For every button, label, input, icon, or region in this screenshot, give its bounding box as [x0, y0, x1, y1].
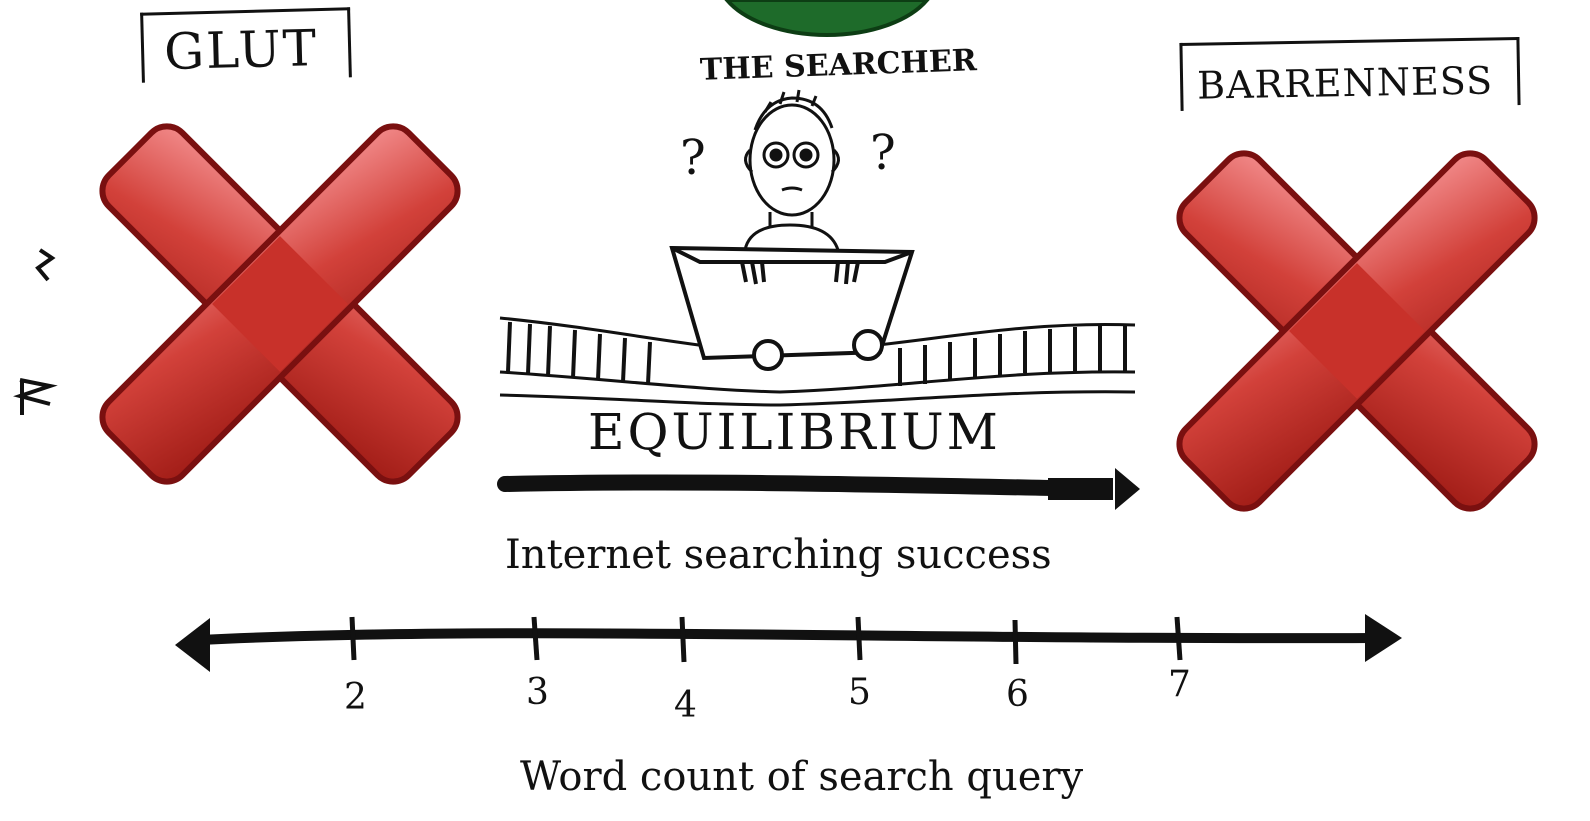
tick-label-4: 4 [674, 685, 697, 726]
word-count-number-line [175, 614, 1402, 672]
barrenness-label: BARRENNESS [1196, 58, 1494, 108]
left-arrowhead [175, 618, 210, 672]
glut-label-box: GLUT [140, 7, 352, 83]
question-mark-right: ? [870, 125, 896, 181]
tick-6 [1012, 619, 1019, 665]
tick-3 [531, 616, 540, 661]
word-count-axis-label: Word count of search query [520, 754, 1084, 800]
tick-4 [679, 616, 687, 663]
barrenness-label-box: BARRENNESS [1179, 37, 1521, 111]
tick-label-5: 5 [848, 672, 871, 713]
left-x-icon [99, 123, 461, 485]
right-x-icon [1176, 150, 1538, 512]
right-arrowhead [1365, 614, 1402, 662]
tick-label-7: 7 [1168, 664, 1191, 705]
searcher-figure [743, 89, 840, 251]
success-axis-label: Internet searching success [505, 532, 1052, 578]
tick-label-6: 6 [1006, 674, 1029, 715]
tick-5 [855, 616, 863, 661]
equilibrium-label: EQUILIBRIUM [588, 403, 1001, 461]
success-bar [497, 468, 1140, 510]
tick-label-3: 3 [526, 672, 549, 713]
tick-label-2: 2 [344, 677, 367, 718]
glut-label: GLUT [163, 19, 319, 82]
y-axis-fragment [13, 248, 58, 415]
tick-7 [1174, 616, 1183, 661]
coaster-cart [669, 245, 915, 371]
question-mark-left: ? [680, 130, 706, 186]
green-badge [724, 0, 930, 37]
tick-2 [349, 616, 357, 661]
